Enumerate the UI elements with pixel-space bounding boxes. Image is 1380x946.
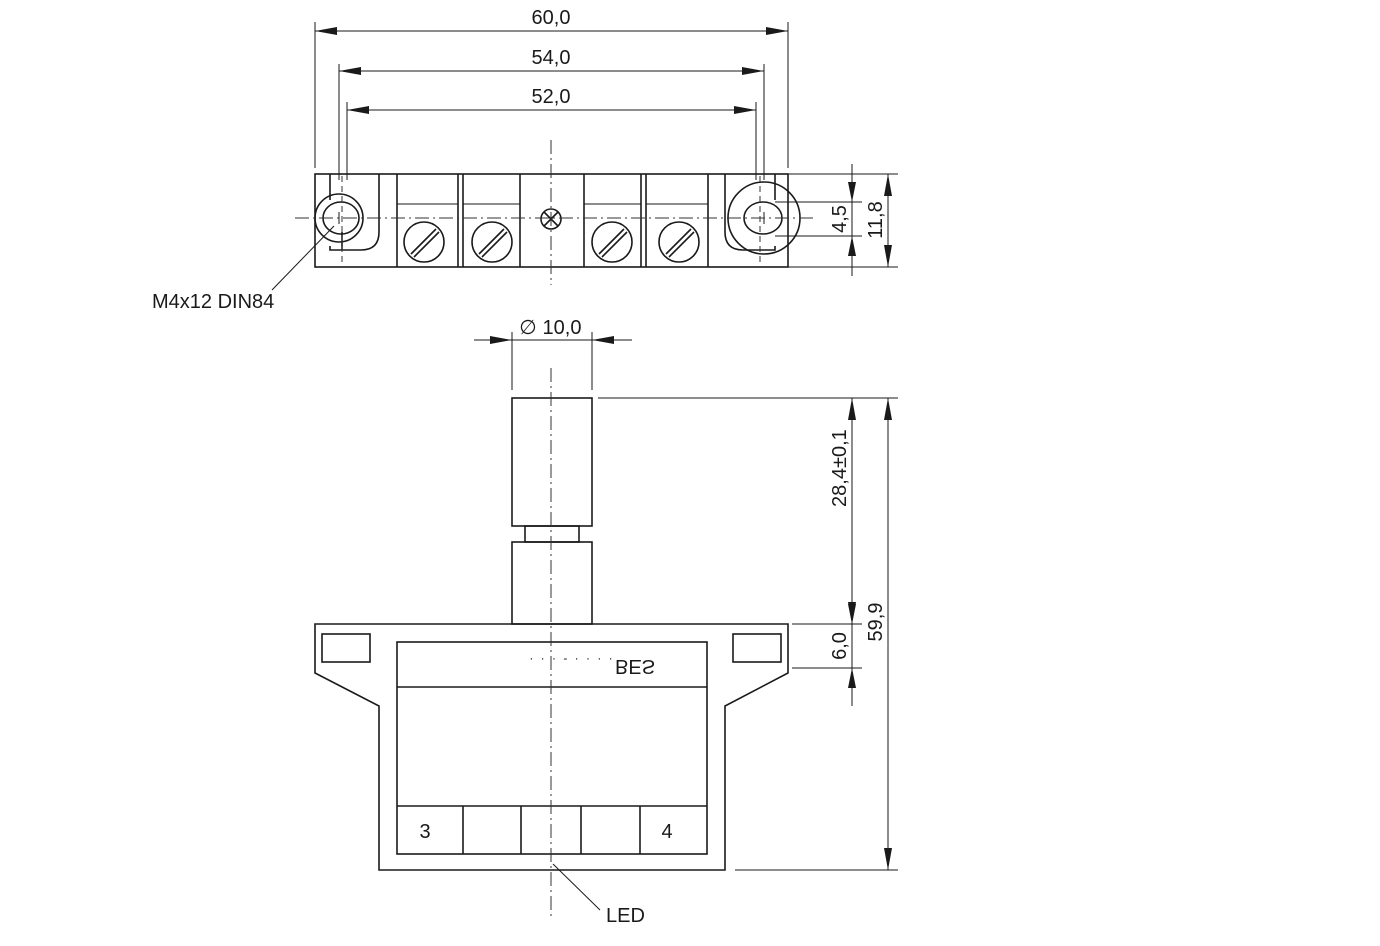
width-overall-value: 60,0 — [532, 7, 571, 29]
screw-2 — [471, 221, 513, 263]
flange-height-value: 6,0 — [829, 632, 851, 660]
screw-spec-label: M4x12 DIN84 — [152, 291, 274, 313]
dimension-width-mid: 54,0 — [338, 47, 765, 180]
dimension-hole-height: 4,5 — [775, 164, 862, 276]
terminal-left-label: 3 — [419, 821, 430, 843]
dimension-total-height: 59,9 — [735, 398, 898, 871]
dimension-diameter: ∅ 10,0 — [474, 317, 632, 390]
sensor-tube-lower — [511, 541, 593, 625]
terminal-right-label: 4 — [661, 821, 672, 843]
dimension-flange-height: 6,0 — [792, 604, 862, 706]
dimension-block-height: 11,8 — [788, 173, 898, 268]
led-label: LED — [606, 905, 645, 927]
width-inner-value: 52,0 — [532, 86, 571, 108]
screw-3 — [591, 221, 633, 263]
top-view: M4x12 DIN84 — [152, 140, 815, 313]
screw-4 — [658, 221, 700, 263]
dimension-width-inner: 52,0 — [346, 86, 757, 180]
front-view: BES · · · - · · · · 3 4 LED — [314, 368, 789, 927]
housing-outline — [314, 623, 789, 871]
dimension-width-overall: 60,0 — [314, 7, 789, 168]
total-height-value: 59,9 — [865, 603, 887, 642]
led-leader — [552, 863, 601, 911]
mounting-hole-left — [314, 174, 380, 264]
hole-height-value: 4,5 — [829, 205, 851, 233]
block-height-value: 11,8 — [865, 201, 887, 238]
screw-spec-leader — [271, 225, 335, 291]
width-mid-value: 54,0 — [532, 47, 571, 69]
dimension-sensor-length: 28,4 ±0,1 — [598, 397, 898, 624]
lug-slot-right — [732, 633, 782, 663]
lug-slot-left — [321, 633, 371, 663]
screw-1 — [403, 221, 445, 263]
diameter-value: 10,0 — [543, 317, 582, 339]
marking-text: BES — [615, 655, 655, 677]
sensor-neck — [524, 525, 580, 543]
sensor-length-value: 28,4 — [829, 468, 851, 507]
diameter-symbol: ∅ — [519, 317, 536, 339]
sensor-tube-upper — [511, 397, 593, 527]
sensor-tolerance-value: ±0,1 — [829, 429, 851, 468]
marking-dots: · · · - · · · · — [529, 651, 614, 665]
label-panel — [396, 641, 708, 855]
